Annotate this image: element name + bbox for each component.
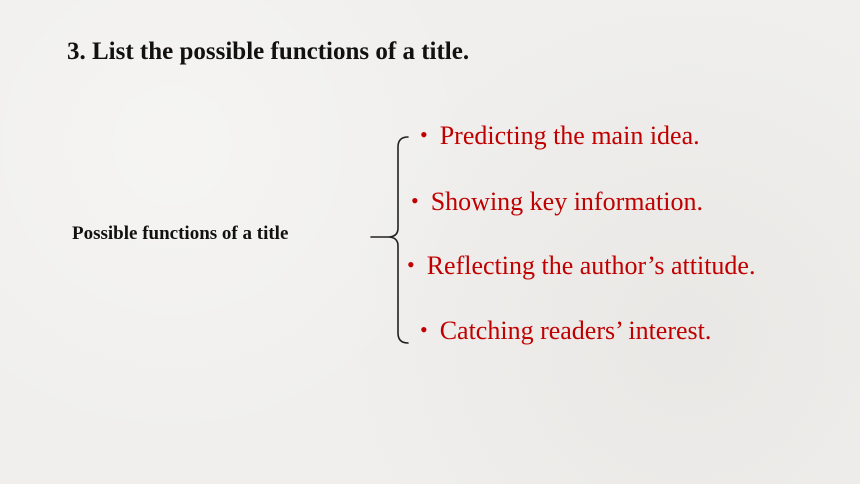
function-point: • Reflecting the author’s attitude. [407, 251, 755, 281]
slide-heading: 3. List the possible functions of a titl… [67, 38, 470, 65]
function-point-text: Reflecting the author’s attitude. [426, 251, 756, 280]
function-point-text: Showing key information. [430, 187, 703, 216]
bullet-icon: • [407, 252, 415, 277]
function-point: • Showing key information. [411, 187, 703, 217]
function-point-text: Catching readers’ interest. [439, 316, 712, 345]
bullet-icon: • [420, 317, 428, 342]
function-point: • Predicting the main idea. [420, 121, 700, 151]
function-point-text: Predicting the main idea. [439, 121, 700, 150]
topic-label: Possible functions of a title [72, 223, 289, 244]
bullet-icon: • [420, 122, 428, 147]
function-point: • Catching readers’ interest. [420, 316, 711, 346]
bullet-icon: • [411, 188, 419, 213]
